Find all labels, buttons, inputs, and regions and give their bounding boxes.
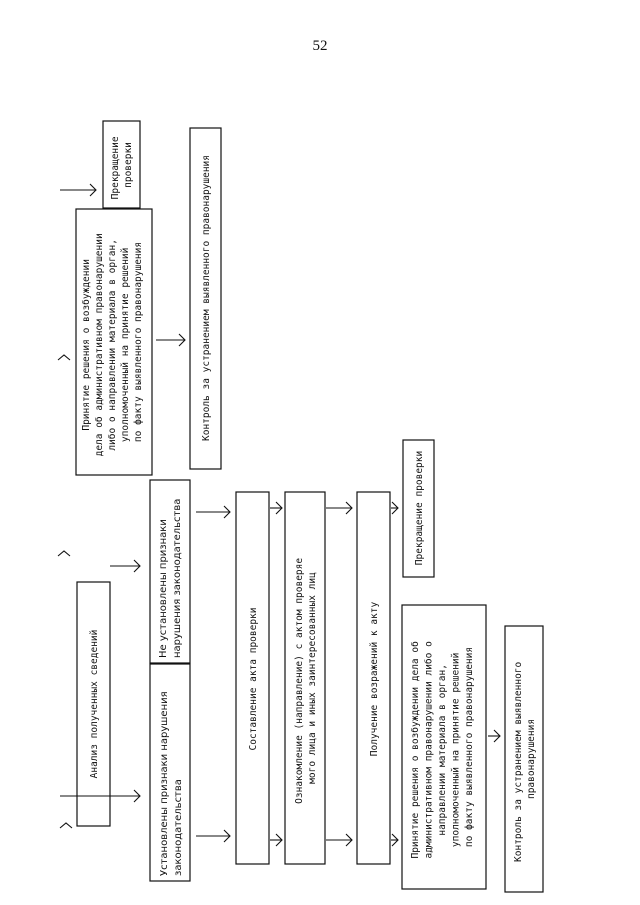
arrow-head: [178, 333, 186, 347]
arrow-head: [57, 354, 71, 361]
termination-top-label: Прекращение проверки: [110, 131, 134, 200]
arrow-head: [133, 559, 141, 573]
arrow-head: [223, 505, 231, 519]
control-bottom-label: Контроль за устранением выявленного прав…: [513, 656, 537, 862]
decision-top-label: Принятие решения о возбуждении дела об а…: [81, 228, 144, 457]
box-objections: [356, 491, 391, 865]
act-label: Составление акта проверки: [248, 608, 259, 751]
termination-mid-label: Прекращение проверки: [414, 451, 425, 565]
box-familiarize: [284, 491, 326, 865]
page-number: 52: [312, 38, 328, 54]
arrow-head: [57, 550, 71, 557]
arrow-head: [391, 833, 399, 847]
box-signs-not-found: [149, 479, 191, 664]
arrow-head: [223, 829, 231, 843]
box-control-bottom: [504, 625, 544, 893]
arrow-head: [59, 822, 73, 829]
arrow-head: [391, 501, 399, 515]
box-decision-top: [75, 208, 153, 476]
decision-bottom-label: Принятие решения о возбуждении дела об а…: [410, 635, 475, 858]
control-top-label: Контроль за устранением выявленного прав…: [201, 155, 212, 441]
analysis-label: Анализ полученных сведений: [89, 630, 100, 779]
box-control-top: [189, 127, 222, 470]
signs-not-found-label: Не установлены признаки нарушения законо…: [158, 499, 183, 658]
arrow-head: [275, 833, 283, 847]
signs-found-label: Установлены признаки нарушения законодат…: [159, 688, 184, 876]
arrow-head: [89, 183, 97, 197]
box-termination-mid: [402, 439, 435, 578]
arrow-head: [133, 789, 141, 803]
box-analysis: [76, 581, 111, 827]
objections-label: Получение возражений к акту: [369, 602, 380, 757]
arrow-head: [275, 501, 283, 515]
box-decision-bottom: [401, 604, 487, 890]
arrow-head: [345, 501, 353, 515]
arrow-head: [345, 833, 353, 847]
box-signs-found: [149, 663, 191, 882]
box-termination-top: [102, 120, 141, 209]
box-act: [235, 491, 270, 865]
arrow-head: [493, 729, 501, 743]
familiarize-label: Ознакомление (направление) с актом прове…: [294, 552, 318, 804]
